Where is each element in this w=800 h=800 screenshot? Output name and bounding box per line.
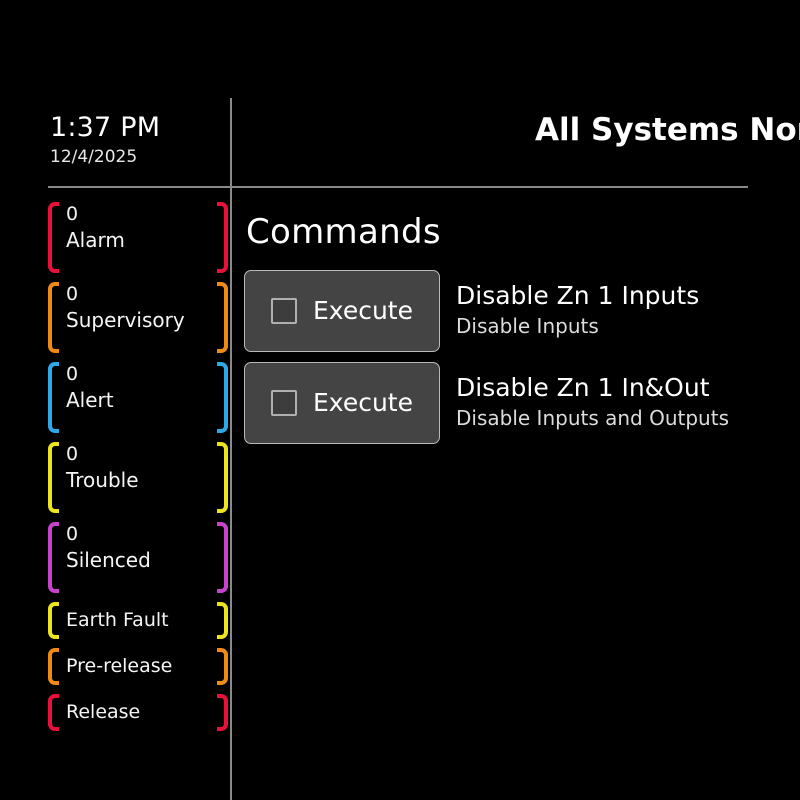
vertical-divider <box>230 98 232 800</box>
execute-button-label: Execute <box>313 296 413 325</box>
status-label: Release <box>66 701 141 723</box>
clock-time: 1:37 PM <box>50 112 161 143</box>
status-bracket-right-icon <box>217 648 228 685</box>
status-bracket-left-icon <box>48 694 59 731</box>
status-count: 0 <box>66 523 79 545</box>
command-description: Disable Inputs and Outputs <box>456 406 729 430</box>
status-bracket-right-icon <box>217 362 228 433</box>
status-item-pre-release[interactable]: Pre-release <box>48 644 228 689</box>
status-bracket-right-icon <box>217 282 228 353</box>
status-item-release[interactable]: Release <box>48 690 228 735</box>
status-label: Alarm <box>66 228 125 252</box>
status-bracket-right-icon <box>217 442 228 513</box>
status-label: Pre-release <box>66 655 173 677</box>
status-bracket-right-icon <box>217 694 228 731</box>
status-count: 0 <box>66 363 79 385</box>
system-status-header: All Systems Normal <box>535 112 800 148</box>
execute-checkbox[interactable] <box>271 298 297 324</box>
command-name: Disable Zn 1 Inputs <box>456 281 700 310</box>
status-item-earth-fault[interactable]: Earth Fault <box>48 598 228 643</box>
status-count: 0 <box>66 283 79 305</box>
status-bracket-right-icon <box>217 202 228 273</box>
status-label: Silenced <box>66 548 151 572</box>
status-label: Trouble <box>66 468 139 492</box>
status-bracket-right-icon <box>217 522 228 593</box>
page-title: Commands <box>246 212 441 252</box>
clock-block: 1:37 PM 12/4/2025 <box>50 112 225 168</box>
status-label: Earth Fault <box>66 609 169 631</box>
execute-button-label: Execute <box>313 388 413 417</box>
status-bracket-left-icon <box>48 282 59 353</box>
execute-button[interactable]: Execute <box>244 362 440 444</box>
status-bracket-left-icon <box>48 202 59 273</box>
status-count: 0 <box>66 443 79 465</box>
clock-date: 12/4/2025 <box>50 147 138 167</box>
status-bracket-left-icon <box>48 522 59 593</box>
status-label: Alert <box>66 388 114 412</box>
horizontal-divider <box>48 186 748 188</box>
status-bracket-left-icon <box>48 602 59 639</box>
execute-checkbox[interactable] <box>271 390 297 416</box>
command-description: Disable Inputs <box>456 314 599 338</box>
status-bracket-left-icon <box>48 648 59 685</box>
status-label: Supervisory <box>66 308 185 332</box>
command-name: Disable Zn 1 In&Out <box>456 373 710 402</box>
execute-button[interactable]: Execute <box>244 270 440 352</box>
status-bracket-right-icon <box>217 602 228 639</box>
status-bracket-left-icon <box>48 362 59 433</box>
status-bracket-left-icon <box>48 442 59 513</box>
status-count: 0 <box>66 203 79 225</box>
